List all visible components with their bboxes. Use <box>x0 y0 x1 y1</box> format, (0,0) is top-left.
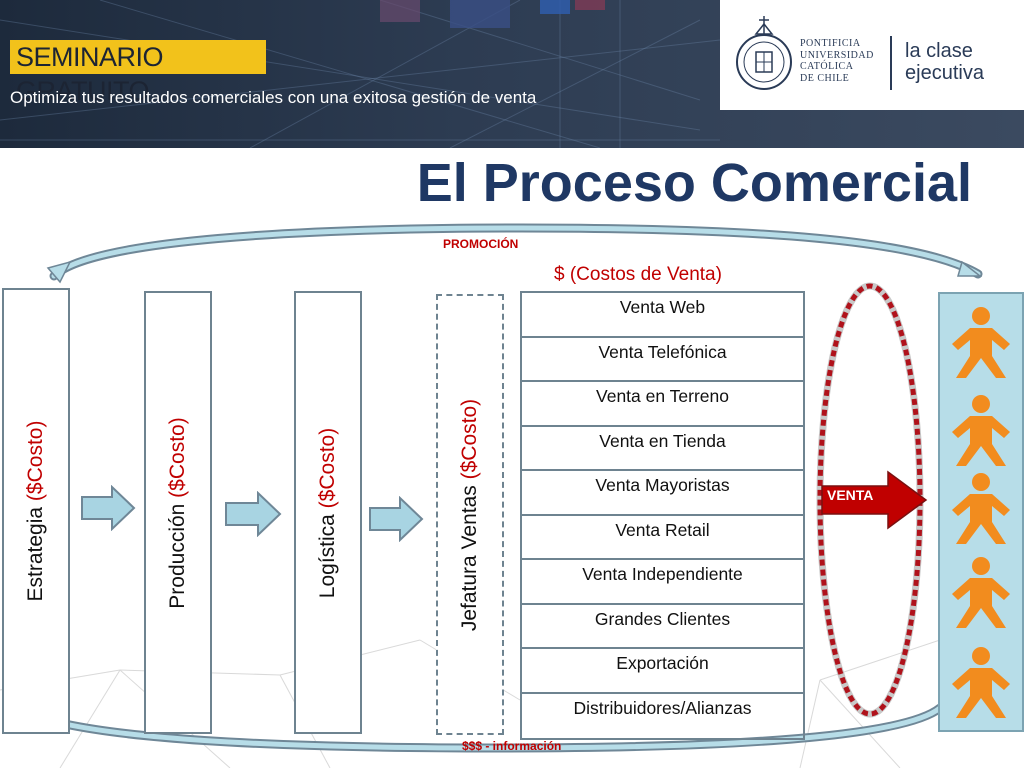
stage-cost: ($Costo) <box>166 416 189 498</box>
channel-row: Venta Mayoristas <box>522 471 803 516</box>
university-line: DE CHILE <box>800 72 850 84</box>
channel-row: Venta en Tienda <box>522 427 803 471</box>
stage-name: Estrategia <box>24 506 47 602</box>
sale-arrow-label: VENTA <box>827 487 874 503</box>
brand-line-1: la clase <box>905 40 973 62</box>
channel-row: Venta en Terreno <box>522 382 803 427</box>
stage-label: Logística ($Costo) <box>316 427 340 597</box>
information-label: $$$ - información <box>462 739 562 753</box>
university-name: PONTIFICIA UNIVERSIDAD CATÓLICA DE CHILE <box>800 38 874 84</box>
person-icon <box>952 473 1010 544</box>
stage-label: Producción ($Costo) <box>166 417 190 608</box>
stage-cost: ($Costo) <box>316 427 339 508</box>
seminar-subtitle: Optimiza tus resultados comerciales con … <box>10 88 537 107</box>
channel-row: Distribuidores/Alianzas <box>573 697 752 718</box>
logo-panel <box>720 0 1024 110</box>
channel-row: Venta Retail <box>522 516 803 560</box>
flow-arrow-icon <box>225 491 282 537</box>
customers-panel <box>938 292 1024 732</box>
stage-name: Logística <box>316 513 339 598</box>
person-icon <box>952 395 1010 466</box>
stage-produccion: Producción ($Costo) <box>144 291 212 734</box>
stage-label: Estrategia ($Costo) <box>24 421 48 602</box>
page-title: El Proceso Comercial <box>416 153 972 213</box>
person-icon <box>952 557 1010 628</box>
stage-jefatura-ventas: Jefatura Ventas ($Costo) <box>436 294 504 735</box>
seminar-badge: SEMINARIO GRATUITO <box>10 40 266 106</box>
university-seal-icon <box>736 16 792 90</box>
channel-row: Venta Telefónica <box>522 338 803 382</box>
channel-row: Exportación <box>522 649 803 694</box>
stage-cost: ($Costo) <box>24 420 47 502</box>
university-line: PONTIFICIA <box>800 38 861 49</box>
sales-costs-label: $ (Costos de Venta) <box>554 264 722 285</box>
promotion-label: PROMOCIÓN <box>443 237 519 251</box>
stage-estrategia: Estrategia ($Costo) <box>2 288 70 734</box>
brand-line-2: ejecutiva <box>905 62 984 84</box>
person-icon <box>952 307 1010 378</box>
university-line: CATÓLICA <box>800 61 854 72</box>
flow-arrow-icon <box>81 485 136 531</box>
channel-row: Grandes Clientes <box>522 605 803 649</box>
sales-channels-table: Venta Web Venta Telefónica Venta en Terr… <box>520 291 805 740</box>
person-icon <box>952 647 1010 718</box>
banner-background-graphic <box>0 0 721 148</box>
stage-logistica: Logística ($Costo) <box>294 291 362 734</box>
header-banner: SEMINARIO GRATUITO Optimiza tus resultad… <box>0 0 1024 148</box>
channel-row: Venta Independiente <box>522 560 803 605</box>
stage-name: Producción <box>166 503 189 609</box>
stage-cost: ($Costo) <box>458 398 481 479</box>
stage-name: Jefatura Ventas <box>458 484 481 631</box>
channel-row: Venta Web <box>522 293 803 338</box>
logo-divider <box>890 36 892 90</box>
university-line: UNIVERSIDAD <box>800 49 874 61</box>
flow-arrow-icon <box>369 496 424 542</box>
stage-label: Jefatura Ventas ($Costo) <box>458 398 482 630</box>
